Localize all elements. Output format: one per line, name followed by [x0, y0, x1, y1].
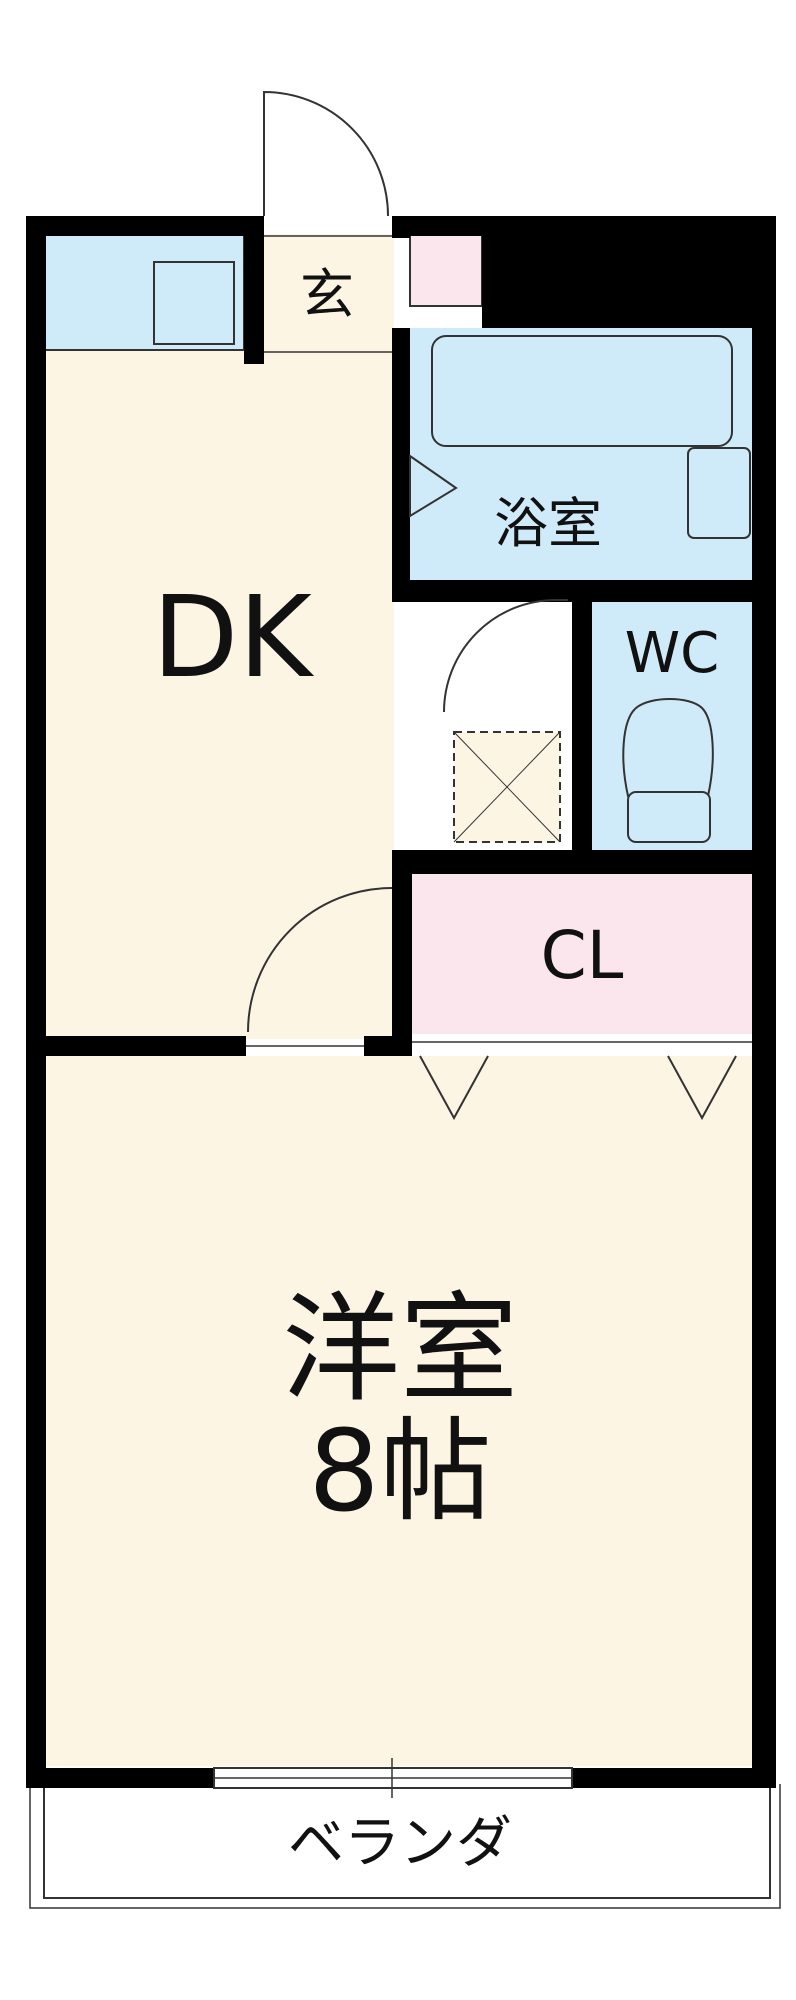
bath-label: 浴室	[494, 492, 602, 555]
genkan-floor	[262, 234, 394, 352]
toilet-icon	[622, 698, 714, 797]
walls	[26, 216, 776, 1788]
room-door-icon	[247, 887, 393, 1033]
sink-icon	[153, 261, 235, 345]
wc-door-icon	[443, 599, 568, 713]
closet-floor	[412, 874, 752, 1034]
bath-door-icon	[409, 454, 458, 518]
closet-label: CL	[541, 917, 624, 994]
genkan-label: 玄	[300, 263, 354, 326]
western-room-label: 洋室	[282, 1280, 518, 1418]
dk-label: DK	[152, 573, 314, 703]
closet-door-icon	[667, 1055, 737, 1121]
closet-door-icon	[419, 1055, 489, 1121]
washbasin-icon	[687, 447, 751, 539]
veranda-label: ベランダ	[288, 1811, 512, 1876]
dk-floor	[44, 234, 394, 1039]
bathtub-icon	[431, 335, 733, 447]
veranda-railing	[43, 1784, 771, 1899]
western-room-size: 8帖	[308, 1407, 491, 1537]
western-room-floor	[44, 1056, 752, 1766]
entrance-door-icon	[263, 90, 389, 217]
wc-label: WC	[625, 621, 719, 686]
shoe-box	[409, 233, 483, 307]
veranda-outer	[29, 1784, 781, 1909]
